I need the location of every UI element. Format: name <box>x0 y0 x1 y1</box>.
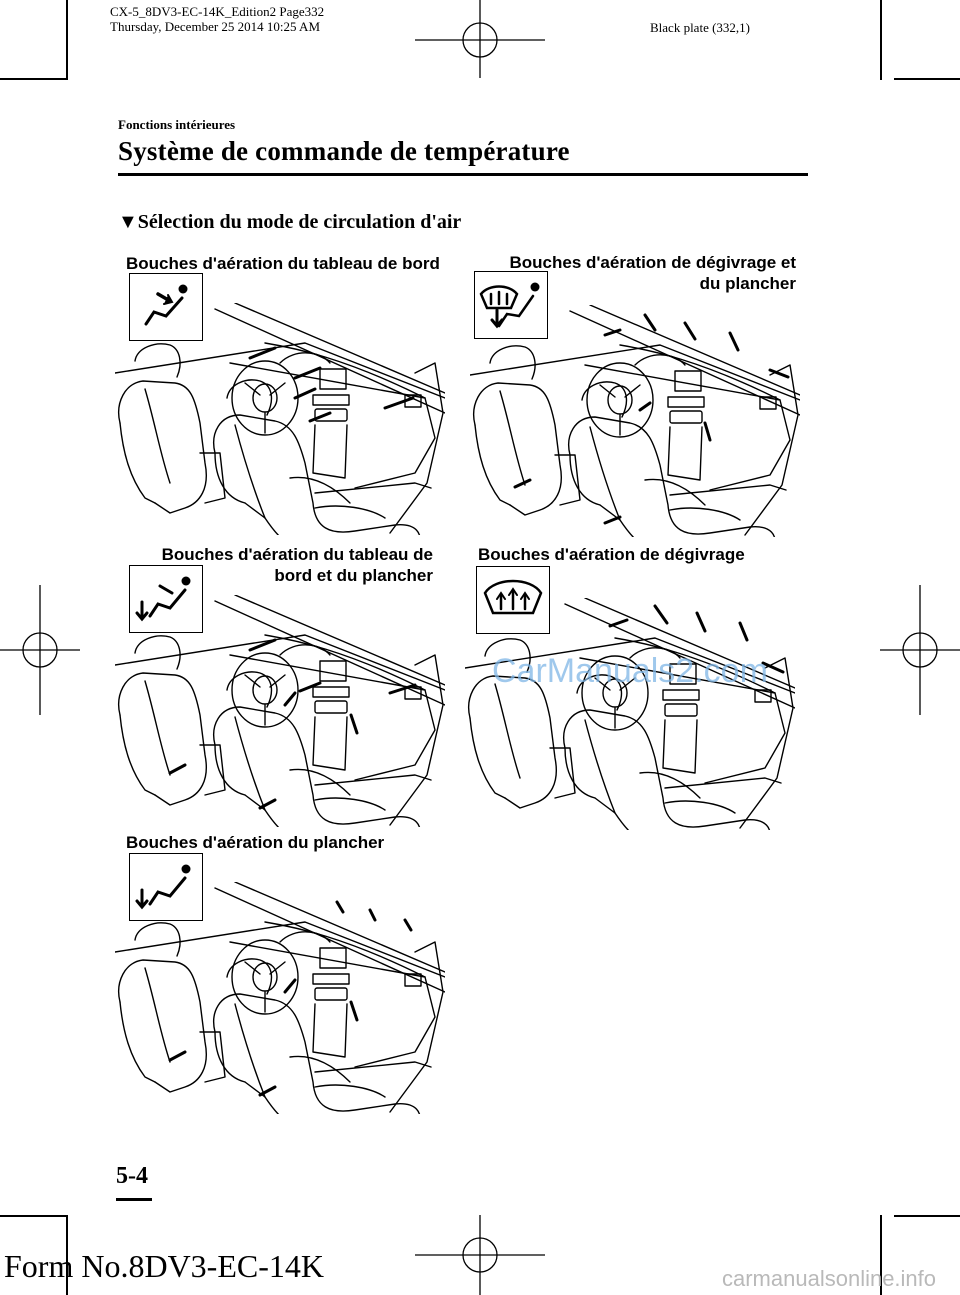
car-interior-illustration <box>470 305 800 537</box>
crop-mark <box>0 1215 68 1217</box>
crop-mark <box>894 1215 960 1217</box>
car-interior-illustration <box>115 882 445 1114</box>
crop-mark <box>880 1215 882 1295</box>
defrost-icon <box>476 566 550 634</box>
subsection-title: Sélection du mode de circulation d'air <box>137 211 462 233</box>
subsection-heading: ▼Sélection du mode de circulation d'air <box>118 211 461 234</box>
mode-caption: Bouches d'aération du plancher <box>126 833 385 852</box>
header-meta: CX-5_8DV3-EC-14K_Edition2 Page332 Thursd… <box>110 4 324 34</box>
registration-mark-icon <box>415 0 545 78</box>
mode-caption-line1: Bouches d'aération du tableau de <box>161 545 433 564</box>
car-interior-illustration <box>465 598 795 830</box>
floor-vent-icon <box>129 853 203 921</box>
crop-mark <box>880 0 882 80</box>
header-meta-line2: Thursday, December 25 2014 10:25 AM <box>110 19 321 34</box>
crop-mark <box>66 1215 68 1295</box>
mode-caption: Bouches d'aération de dégivrage et du pl… <box>460 252 796 294</box>
title-rule <box>118 173 808 176</box>
registration-mark-icon <box>880 585 960 715</box>
form-number: Form No.8DV3-EC-14K <box>4 1248 324 1284</box>
page-number-rule <box>116 1198 152 1201</box>
mode-caption: Bouches d'aération du tableau de bord et… <box>100 544 433 586</box>
car-interior-illustration <box>115 595 445 827</box>
watermark: CarManuals2.com <box>492 652 768 690</box>
face-vent-icon <box>129 273 203 341</box>
plate-label: Black plate (332,1) <box>650 20 750 35</box>
header-meta-line1: CX-5_8DV3-EC-14K_Edition2 Page332 <box>110 4 325 19</box>
bilevel-vent-icon <box>129 565 203 633</box>
mode-caption-line1: Bouches d'aération de dégivrage et <box>509 253 796 272</box>
page-title: Système de commande de température <box>118 136 570 166</box>
triangle-marker-icon: ▼ <box>118 211 138 233</box>
page-number: 5-4 <box>116 1163 148 1189</box>
mode-caption-line2: bord et du plancher <box>274 566 433 585</box>
mode-caption: Bouches d'aération du tableau de bord <box>126 254 440 273</box>
crop-mark <box>894 78 960 80</box>
defrost-floor-icon <box>474 271 548 339</box>
mode-caption: Bouches d'aération de dégivrage <box>478 545 745 564</box>
registration-mark-icon <box>0 585 80 715</box>
car-interior-illustration <box>115 303 445 535</box>
section-category: Fonctions intérieures <box>118 117 236 132</box>
crop-mark <box>66 0 68 80</box>
footer-site: carmanualsonline.info <box>722 1266 937 1291</box>
crop-mark <box>0 78 68 80</box>
registration-mark-icon <box>415 1215 545 1295</box>
mode-caption-line2: du plancher <box>699 274 796 293</box>
